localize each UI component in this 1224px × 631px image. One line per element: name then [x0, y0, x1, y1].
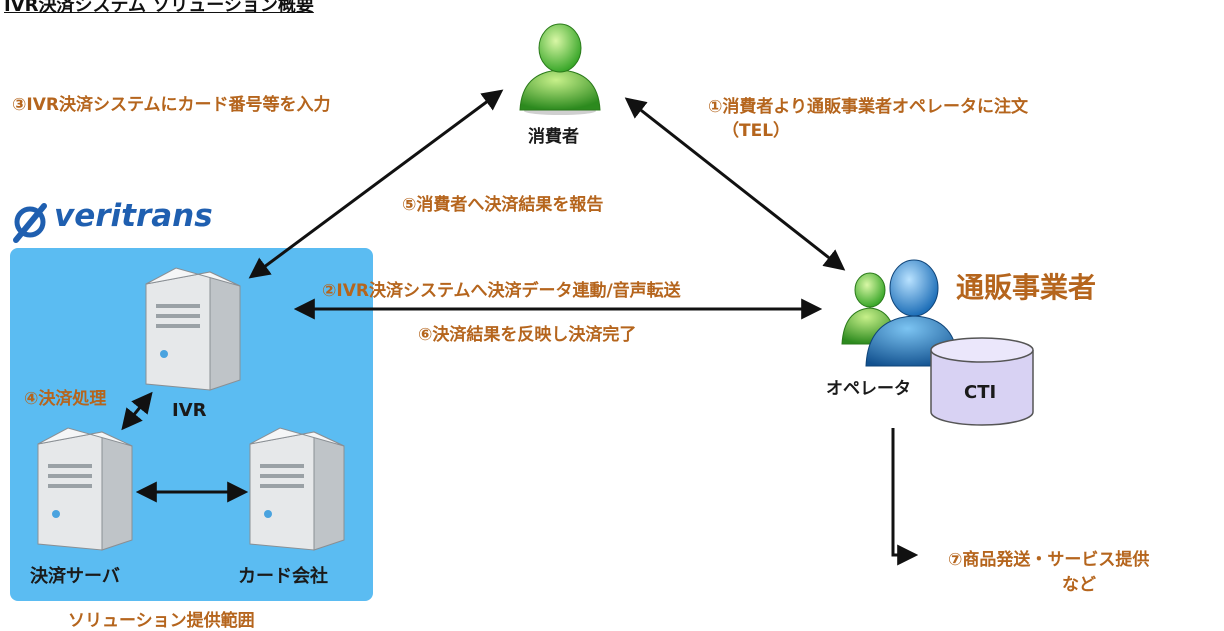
header-strip: IVR決済システム ソリューション概要 [0, 0, 432, 14]
veritrans-logo: veritrans [10, 198, 240, 244]
merchant-label: 通販事業者 [956, 271, 1097, 304]
brand-name: veritrans [54, 198, 213, 234]
arrow-consumer-operator [624, 97, 846, 271]
step-3-label: ③IVR決済システムにカード番号等を入力 [12, 95, 331, 115]
payment-server-label: 決済サーバ [30, 566, 120, 587]
step-1-label-line1: ①消費者より通販事業者オペレータに注文 [708, 97, 1029, 117]
consumer-person-icon [519, 23, 601, 115]
step-6-label: ⑥決済結果を反映し決済完了 [418, 325, 637, 345]
step-5-label: ⑤消費者へ決済結果を報告 [402, 195, 604, 215]
operator-label: オペレータ [826, 379, 911, 399]
step-7-label-line1: ⑦商品発送・サービス提供 [948, 550, 1150, 570]
card-company-label: カード会社 [238, 566, 328, 587]
arrow-operator-shipping [891, 428, 919, 566]
cti-label: CTI [964, 382, 997, 403]
step-4-label: ④決済処理 [24, 389, 107, 409]
ivr-server-icon [145, 267, 241, 391]
step-1-label-line2: （TEL） [722, 121, 791, 141]
arrow-ivr-payment [121, 391, 153, 431]
ivr-label: IVR [172, 400, 207, 421]
veritrans-swoosh-icon [13, 203, 47, 243]
solution-scope-label: ソリューション提供範囲 [68, 611, 255, 631]
arrow-consumer-ivr [248, 89, 504, 279]
step-7-label-line2: など [1062, 575, 1096, 595]
header-text: IVR決済システム ソリューション概要 [4, 0, 314, 14]
consumer-label: 消費者 [528, 127, 579, 147]
card-company-server-icon [249, 427, 345, 551]
step-2-label: ②IVR決済システムへ決済データ連動/音声転送 [322, 281, 681, 301]
cti-database-icon [930, 337, 1034, 426]
payment-server-icon [37, 427, 133, 551]
